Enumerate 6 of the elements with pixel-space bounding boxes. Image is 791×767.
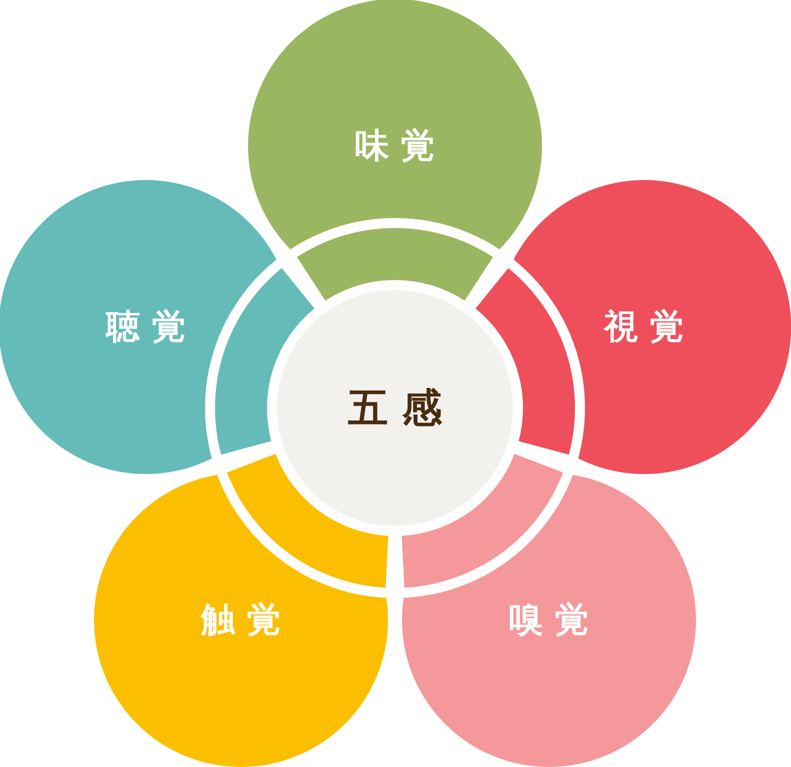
petal-label: 視覚	[602, 306, 696, 350]
petal-label: 嗅覚	[508, 598, 601, 642]
petal-label: 聴覚	[104, 306, 198, 350]
petal-label: 味覚	[354, 125, 447, 168]
center-label: 五感	[347, 384, 456, 434]
petal-label: 触覚	[199, 598, 293, 642]
